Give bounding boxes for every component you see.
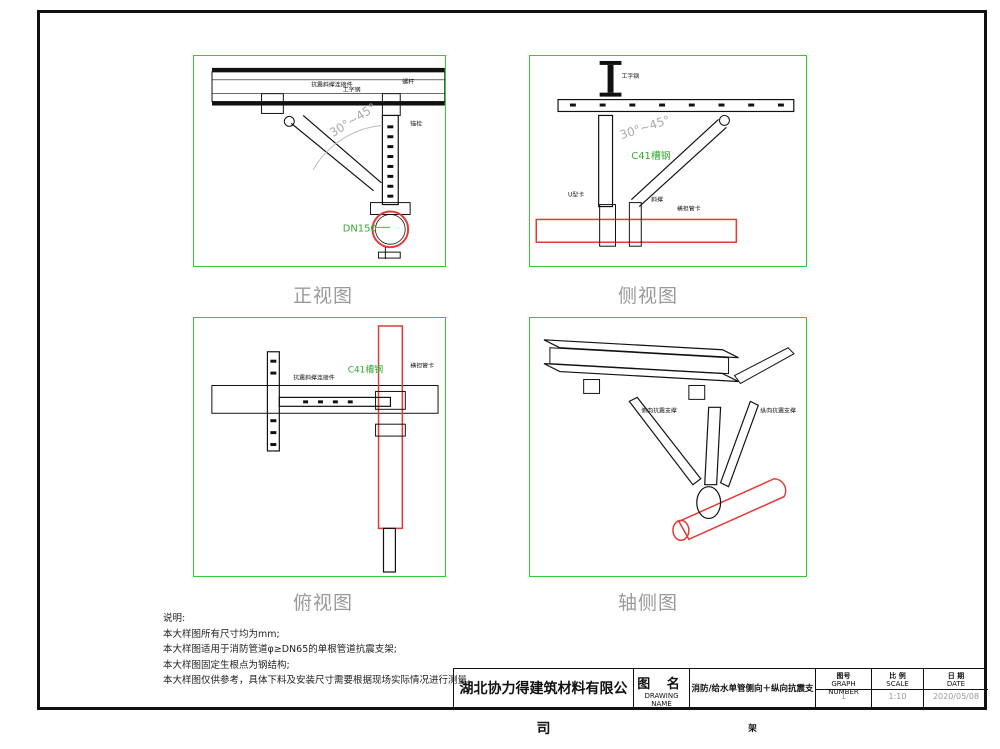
- top-callout-2: 横担管卡: [410, 362, 434, 370]
- drawing-frame: [37, 10, 987, 710]
- drawing-title-text: 消防/给水单管侧向＋纵向抗震支架: [691, 684, 814, 734]
- side-callout-3: 斜撑: [651, 196, 663, 204]
- scale-cn: 比 例: [889, 672, 906, 680]
- date-en: DATE: [946, 680, 966, 688]
- drawing-name-en: DRAWING NAME: [644, 692, 679, 708]
- front-callout-2: 工字钢: [343, 86, 361, 94]
- front-view-label: 正视图: [293, 285, 354, 307]
- scale-cell: 比 例 SCALE 1:10: [872, 669, 924, 710]
- company-name: 湖北协力得建筑材料有限公司: [454, 669, 634, 737]
- graph-number-cn: 图号: [836, 672, 851, 680]
- drawing-name-cn: 图 名: [637, 677, 686, 692]
- front-angle-label: 30°~45°: [327, 100, 379, 139]
- side-angle-label: 30°~45°: [618, 113, 672, 142]
- notes-line: 本大样图固定生根点为钢结构;: [163, 659, 290, 671]
- notes-line: 本大样图适用于消防管道φ≥DN65的单根管道抗震支架;: [163, 644, 397, 655]
- top-view-label: 俯视图: [293, 592, 354, 614]
- side-callout-2: U型卡: [568, 191, 584, 199]
- graph-number-en: GRAPH NUMBER: [828, 680, 859, 696]
- iso-callout-1: 侧向抗震支撑: [641, 406, 677, 414]
- notes-title: 说明:: [163, 613, 186, 624]
- top-callout-1: 抗震斜撑连接件: [293, 374, 335, 382]
- top-view-panel: C41槽钢 抗震斜撑连接件 横担管卡: [193, 317, 446, 577]
- front-callout-1: 抗震斜撑连接件: [311, 81, 353, 89]
- date-value: 2020/05/08: [932, 692, 980, 701]
- scale-en: SCALE: [886, 680, 909, 688]
- drawing-name-header: 图 名 DRAWING NAME: [634, 669, 690, 710]
- iso-callout-2: 纵向抗震支撑: [760, 406, 796, 414]
- front-callout-3: 螺杆: [402, 78, 414, 86]
- side-view-panel: 30°~45° C41槽钢 工字钢 U型卡 斜撑 横担管卡: [529, 55, 807, 267]
- notes-section: 说明: 本大样图所有尺寸均为mm; 本大样图适用于消防管道φ≥DN65的单根管道…: [163, 611, 477, 689]
- top-view-drawing: C41槽钢 抗震斜撑连接件 横担管卡: [211, 325, 439, 573]
- front-view-panel: 30°~45° DN150 抗震斜撑连接件 工字钢 螺杆 锚栓: [193, 55, 446, 267]
- front-pipe-label: DN150: [343, 223, 377, 234]
- side-callout-4: 横担管卡: [677, 205, 701, 213]
- side-view-label: 侧视图: [618, 285, 679, 307]
- iso-view-panel: 侧向抗震支撑 纵向抗震支撑: [529, 317, 807, 577]
- graph-number-value: 1: [840, 692, 847, 701]
- notes-line: 本大样图所有尺寸均为mm;: [163, 628, 280, 640]
- scale-value: 1:10: [888, 692, 907, 701]
- date-cell: 日 期 DATE 2020/05/08: [924, 669, 988, 710]
- iso-view-label: 轴侧图: [618, 592, 679, 614]
- top-channel-label: C41槽钢: [348, 364, 383, 376]
- drawing-title: 消防/给水单管侧向＋纵向抗震支架: [690, 669, 816, 734]
- front-callout-4: 锚栓: [410, 119, 422, 127]
- notes-line: 本大样图仅供参考，具体下料及安装尺寸需要根据现场实际情况进行测量。: [163, 675, 477, 686]
- graph-number-cell: 图号 GRAPH NUMBER 1: [816, 669, 872, 710]
- front-view-drawing: 30°~45° DN150 抗震斜撑连接件 工字钢 螺杆 锚栓: [211, 67, 445, 260]
- side-view-drawing: 30°~45° C41槽钢 工字钢 U型卡 斜撑 横担管卡: [535, 60, 795, 247]
- side-callout-1: 工字钢: [621, 72, 639, 80]
- date-cn: 日 期: [947, 672, 965, 680]
- title-block: 湖北协力得建筑材料有限公司 图 名 DRAWING NAME 消防/给水单管侧向…: [453, 668, 988, 737]
- side-channel-label: C41槽钢: [631, 149, 670, 162]
- iso-view-drawing: 侧向抗震支撑 纵向抗震支撑: [543, 339, 796, 542]
